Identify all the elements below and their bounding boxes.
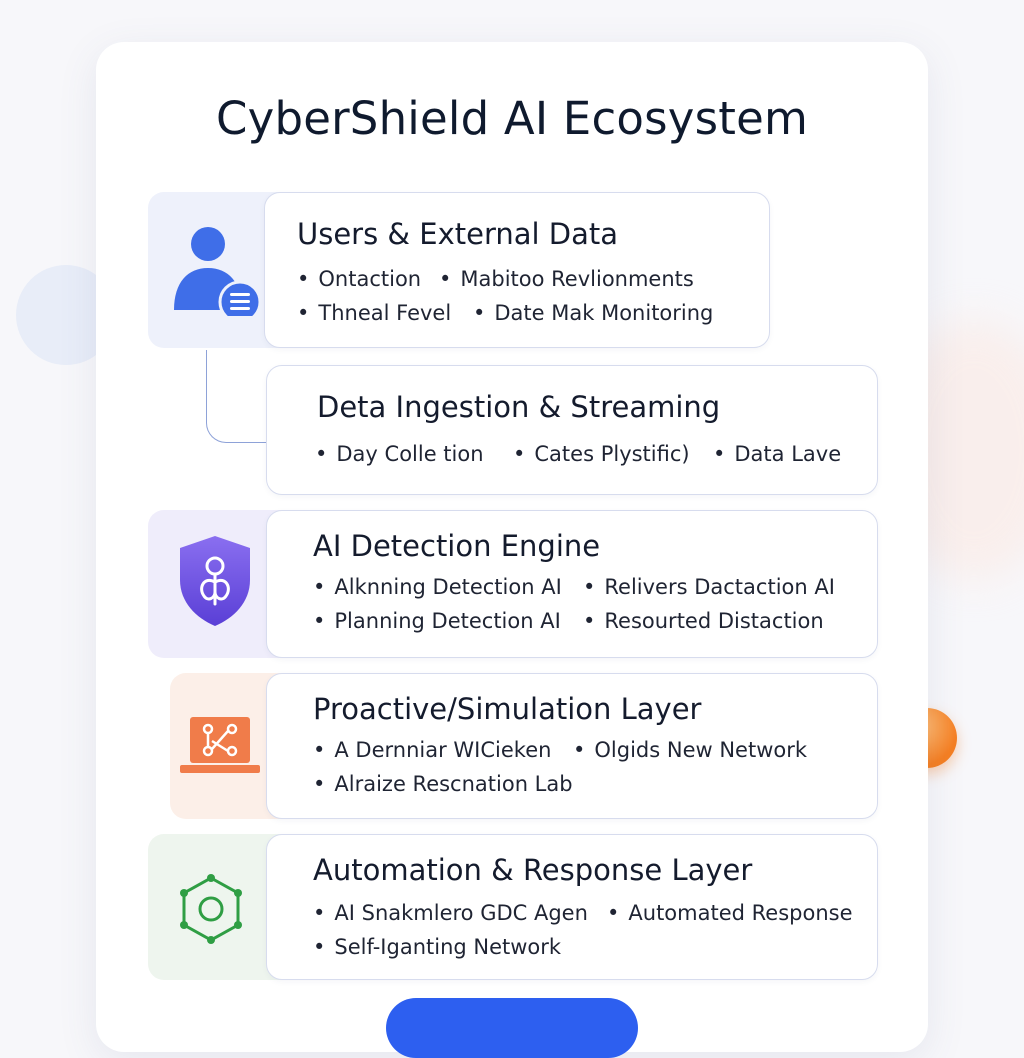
layer-data-ingestion: Deta Ingestion & Streaming Day Colle tio… bbox=[266, 365, 878, 495]
bullet-item: Thneal Fevel bbox=[297, 301, 451, 325]
layer-content-box: Proactive/Simulation Layer A Dernniar WI… bbox=[266, 673, 878, 819]
bullet-item: Mabitoo Revlionments bbox=[439, 267, 693, 291]
bullet-item: Date Mak Monitoring bbox=[473, 301, 713, 325]
bullet-item: AI Snakmlero GDC Agen bbox=[313, 901, 588, 925]
bullet-item: Ontaction bbox=[297, 267, 421, 291]
simulation-laptop-icon bbox=[180, 715, 260, 779]
layer-content-box: Deta Ingestion & Streaming Day Colle tio… bbox=[266, 365, 878, 495]
bullet-item: Relivers Dactaction AI bbox=[583, 575, 835, 599]
hexagon-network-icon bbox=[178, 874, 244, 948]
bullet-item: Cates Plystific) bbox=[513, 442, 689, 466]
primary-action-button[interactable] bbox=[386, 998, 638, 1058]
layer-ai-detection-engine: AI Detection Engine Alknning Detection A… bbox=[148, 510, 878, 658]
layer-title: Automation & Response Layer bbox=[313, 853, 753, 887]
bullet-item: Automated Response bbox=[607, 901, 852, 925]
layer-content-box: Automation & Response Layer AI Snakmlero… bbox=[266, 834, 878, 980]
layer-content-box: Users & External Data Ontaction Mabitoo … bbox=[264, 192, 770, 348]
layer-title: Users & External Data bbox=[297, 217, 619, 251]
bullet-item: A Dernniar WICieken bbox=[313, 738, 551, 762]
bullet-item: Alraize Rescnation Lab bbox=[313, 772, 572, 796]
layer-users-external-data: Users & External Data Ontaction Mabitoo … bbox=[148, 192, 770, 348]
bullet-item: Alknning Detection AI bbox=[313, 575, 561, 599]
layer-content-box: AI Detection Engine Alknning Detection A… bbox=[266, 510, 878, 658]
connector-line bbox=[206, 350, 277, 443]
layer-proactive-simulation: Proactive/Simulation Layer A Dernniar WI… bbox=[170, 673, 878, 819]
bullet-item: Self-Iganting Network bbox=[313, 935, 561, 959]
layer-title: AI Detection Engine bbox=[313, 529, 601, 563]
bullet-item: Day Colle tion bbox=[315, 442, 483, 466]
page-title: CyberShield AI Ecosystem bbox=[216, 92, 808, 145]
layer-automation-response: Automation & Response Layer AI Snakmlero… bbox=[148, 834, 878, 980]
bullet-item: Planning Detection AI bbox=[313, 609, 560, 633]
shield-icon bbox=[174, 532, 256, 632]
user-icon bbox=[170, 222, 264, 324]
bullet-item: Resourted Distaction bbox=[583, 609, 823, 633]
bullet-item: Data Lave bbox=[713, 442, 841, 466]
layer-title: Deta Ingestion & Streaming bbox=[317, 390, 721, 424]
layer-title: Proactive/Simulation Layer bbox=[313, 692, 702, 726]
bullet-item: Olgids New Network bbox=[573, 738, 807, 762]
